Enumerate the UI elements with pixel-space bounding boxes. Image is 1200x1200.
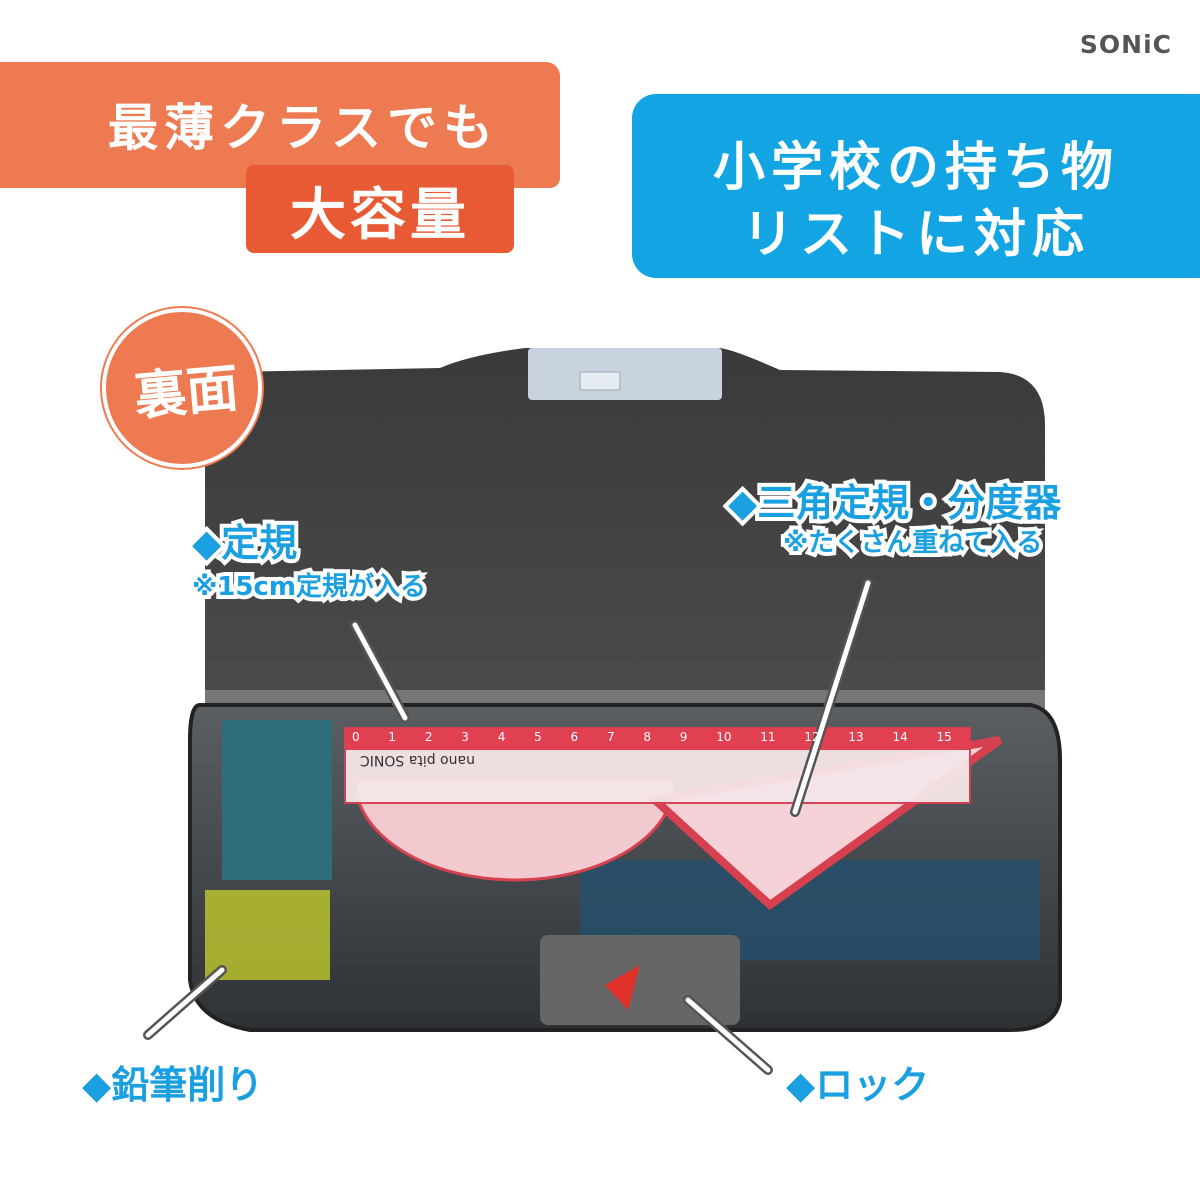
- tick: 14: [892, 730, 908, 744]
- headline-highlight-box: [246, 165, 514, 253]
- tick: 2: [424, 730, 433, 744]
- triangle-callout-title: ◆三角定規・分度器: [724, 477, 1065, 529]
- lid-clasp: [528, 348, 722, 400]
- tick: 15: [936, 730, 952, 744]
- brand-logo: SONiC: [1079, 30, 1172, 59]
- lock-callout: ◆ロック: [782, 1059, 933, 1111]
- sharpener-callout: ◆鉛筆削り: [78, 1059, 267, 1111]
- feature-line1: 小学校の持ち物: [712, 138, 1119, 198]
- lock-knob: [605, 965, 640, 1010]
- sharpener-block: [205, 890, 330, 980]
- lid: [205, 348, 1045, 690]
- tick: 7: [606, 730, 615, 744]
- tick: 8: [643, 730, 652, 744]
- ruler-callout-title: ◆定規: [188, 517, 301, 569]
- triangle-callout-note: ※たくさん重ねて入る: [779, 524, 1046, 562]
- ruler-callout-note: ※15cm定規が入る: [188, 568, 430, 606]
- lock-housing: [540, 935, 740, 1025]
- tick: 13: [848, 730, 864, 744]
- tick: 1: [388, 730, 397, 744]
- tick: 9: [679, 730, 688, 744]
- headline-line1: 最薄クラスでも: [108, 99, 499, 157]
- ruler-brand-print: nano pita SONIC: [360, 752, 475, 768]
- tick: 10: [716, 730, 732, 744]
- tick: 3: [461, 730, 469, 744]
- feature-line2: リストに対応: [741, 205, 1090, 265]
- protractor: [353, 778, 677, 882]
- tick: 4: [497, 730, 506, 744]
- back-side-label: 裏面: [132, 358, 241, 428]
- eraser-block: [222, 720, 332, 880]
- ruler-brand: nano pita: [408, 752, 475, 768]
- tick: 5: [534, 730, 542, 744]
- tick: 6: [570, 730, 579, 744]
- tick: 12: [804, 730, 820, 744]
- feature-box: [632, 94, 1200, 278]
- ruler-maker: SONIC: [360, 752, 405, 768]
- headline-line2: 大容量: [290, 183, 470, 248]
- back-side-badge: [102, 308, 262, 468]
- tick: 0: [352, 730, 360, 744]
- tick: 11: [760, 730, 776, 744]
